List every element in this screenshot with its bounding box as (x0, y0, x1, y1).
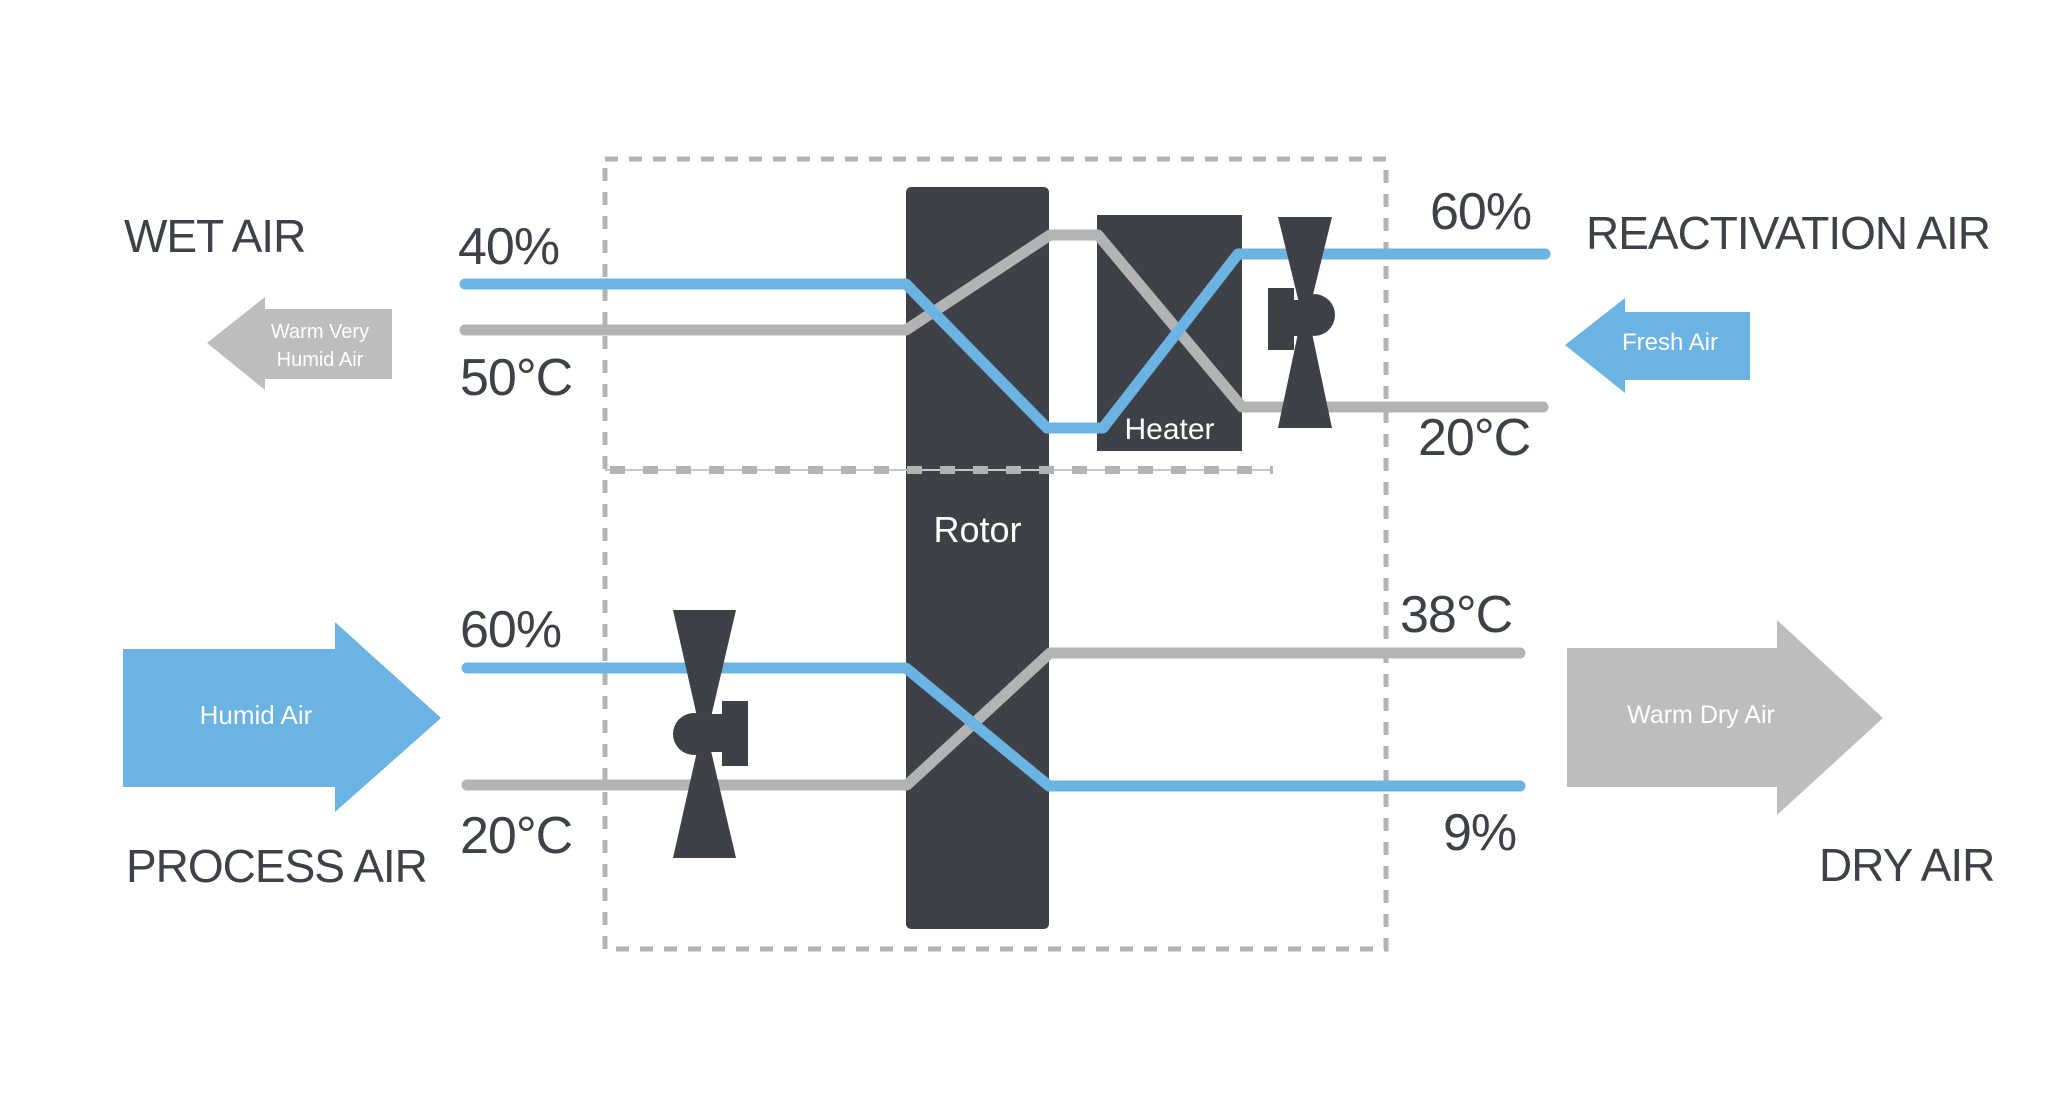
rotor-label: Rotor (933, 509, 1022, 550)
fan-blade-top (673, 610, 736, 730)
wet-air-arrow-label-line1: Warm Very (270, 321, 370, 343)
process-air-humidity-value: 60% (460, 601, 562, 659)
wet-air-arrow-label: Warm Very Humid Air (240, 319, 400, 374)
reactivation-air-section-label: REACTIVATION AIR (1586, 207, 1991, 259)
rotor-box (906, 187, 1049, 929)
warm-dry-air-arrow-label: Warm Dry Air (1627, 701, 1775, 729)
wet-air-section-label: WET AIR (124, 210, 306, 262)
heater-label: Heater (1124, 413, 1215, 446)
process-air-section-label: PROCESS AIR (126, 840, 428, 892)
fan-hub (673, 713, 715, 755)
humid-air-in-arrow (123, 622, 441, 812)
fan-motor (710, 701, 748, 766)
humid-air-arrow-label: Humid Air (199, 700, 313, 730)
fan-blade-bottom (673, 738, 736, 858)
dry-air-temperature-value: 38°C (1400, 586, 1513, 644)
process-fan-icon (673, 610, 748, 858)
unit-boundary-dashed-box (602, 156, 1389, 952)
wet-air-arrow-label-line2: Humid Air (276, 348, 364, 371)
reactivation-fan-icon (1268, 217, 1335, 428)
process-air-temperature-value: 20°C (460, 807, 573, 865)
dry-air-humidity-value: 9% (1443, 804, 1517, 862)
fan-hub (1293, 294, 1335, 336)
fan-blade-top (1278, 217, 1332, 311)
dry-air-section-label: DRY AIR (1819, 839, 1995, 891)
wet-air-out-arrow (207, 297, 392, 390)
fan-blade-bottom (1278, 319, 1332, 428)
reactivation-air-humidity-value: 60% (1430, 183, 1532, 241)
wet-air-temperature-value: 50°C (460, 349, 573, 407)
process-temperature-line (461, 647, 1526, 791)
fresh-air-arrow-label: Fresh Air (1621, 329, 1719, 356)
reactivation-air-temperature-value: 20°C (1418, 409, 1531, 467)
wet-air-humidity-value: 40% (458, 218, 560, 276)
fresh-air-in-arrow (1565, 298, 1750, 393)
warm-dry-air-out-arrow (1567, 620, 1883, 815)
